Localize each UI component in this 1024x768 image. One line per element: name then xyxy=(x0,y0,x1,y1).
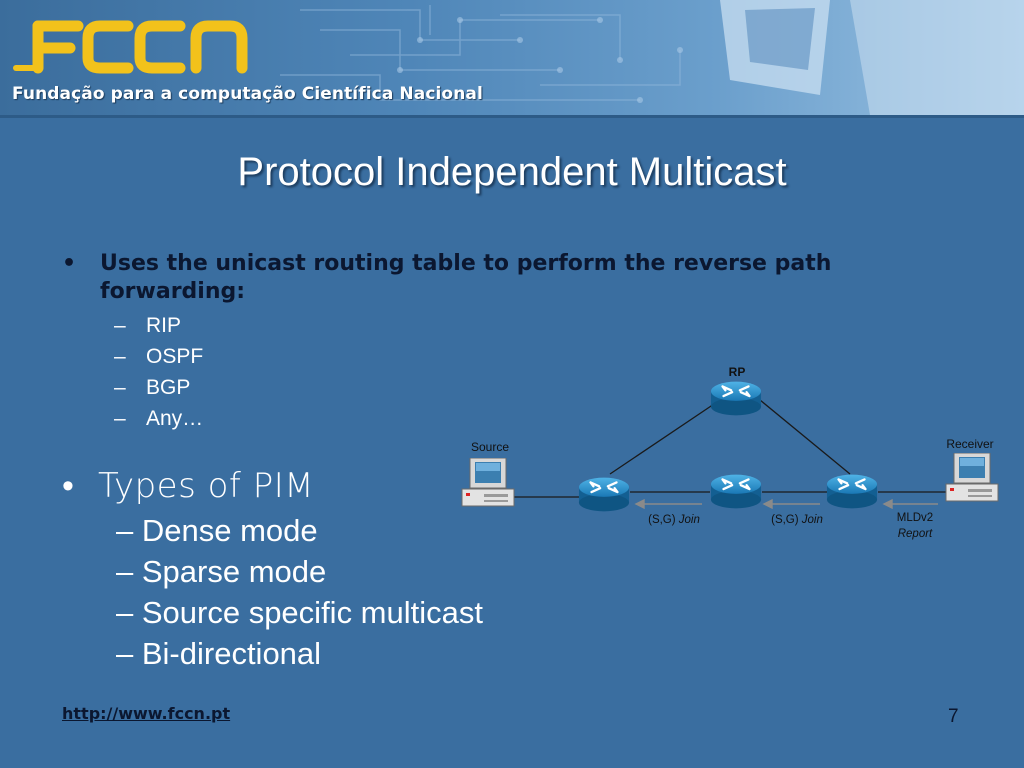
list-item: –OSPF xyxy=(114,345,204,368)
list-item: – Dense mode xyxy=(116,513,318,548)
join-arrows xyxy=(634,498,938,510)
organization-name: Fundação para a computação Científica Na… xyxy=(12,84,483,104)
receiver-host-icon xyxy=(945,453,999,502)
header-banner: Fundação para a computação Científica Na… xyxy=(0,0,1024,115)
rp-router-icon xyxy=(710,380,762,417)
list-item: – Sparse mode xyxy=(116,554,327,589)
receiver-label: Receiver xyxy=(946,437,993,451)
list-item: – Source specific multicast xyxy=(116,595,483,630)
routing-protocol-list: –RIP –OSPF –BGP –Any… xyxy=(114,310,203,434)
footer-link[interactable]: http://www.fccn.pt xyxy=(62,704,231,723)
pim-network-diagram: RP Source Receiver (S,G) Join (S,G) Join… xyxy=(461,365,999,540)
router-icon xyxy=(710,473,762,510)
slide-title: Protocol Independent Multicast xyxy=(237,150,787,194)
router-icon xyxy=(578,476,630,513)
join-label-2: (S,G) Join xyxy=(771,514,823,526)
router-icon xyxy=(826,473,878,510)
fccn-logo xyxy=(8,6,268,81)
list-item: –BGP xyxy=(114,376,191,399)
list-item: –Any… xyxy=(114,407,204,430)
bullet-text: Uses the unicast routing table to perfor… xyxy=(100,251,832,304)
bullet-marker: • xyxy=(62,251,77,276)
rp-label: RP xyxy=(729,365,746,379)
list-item: – Bi-directional xyxy=(116,636,322,671)
report-label: Report xyxy=(898,528,933,540)
source-host-icon xyxy=(461,458,515,507)
bullet-text: Types of PIM xyxy=(98,466,315,506)
source-label: Source xyxy=(471,440,509,454)
network-links xyxy=(512,399,948,498)
circuit-pattern xyxy=(280,0,1024,115)
page-number: 7 xyxy=(948,706,959,727)
computer-illustration xyxy=(720,0,1024,115)
list-item: –RIP xyxy=(114,314,182,337)
banner-divider xyxy=(0,115,1024,118)
join-label-1: (S,G) Join xyxy=(648,514,700,526)
bullet-marker: • xyxy=(62,466,74,506)
pim-mode-list: – Dense mode – Sparse mode – Source spec… xyxy=(116,510,483,674)
mldv2-label: MLDv2 xyxy=(897,512,933,524)
